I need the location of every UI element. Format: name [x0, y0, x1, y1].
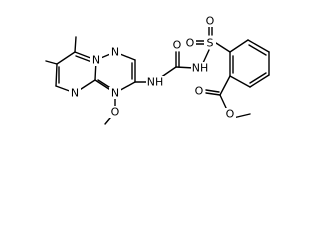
urea-bonds: [134, 51, 195, 83]
svg-text:O: O: [186, 37, 195, 50]
svg-text:N: N: [111, 87, 119, 100]
atom-o-ester-carbonyl: O: [193, 85, 205, 98]
atom-o-sulfonyl-top: O: [204, 15, 216, 28]
benzene-ring-bonds: [229, 39, 270, 88]
svg-text:NH: NH: [147, 76, 164, 89]
atom-o-ester: O: [224, 108, 236, 121]
svg-text:NH: NH: [192, 62, 209, 75]
atom-nh-sulfonyl: NH: [191, 62, 209, 75]
atom-nh-urea: NH: [146, 76, 164, 89]
svg-text:N: N: [71, 87, 79, 100]
svg-text:O: O: [195, 85, 204, 98]
svg-text:S: S: [207, 37, 214, 50]
structure-svg: N N N N NH O NH S O O O O: [45, 15, 270, 125]
svg-text:N: N: [111, 46, 119, 59]
atom-o-urea: O: [171, 39, 183, 52]
svg-text:O: O: [206, 15, 215, 28]
svg-text:O: O: [173, 39, 182, 52]
atom-s: S: [204, 37, 216, 50]
methyl-bonds: [45, 36, 77, 65]
atom-o-sulfonyl-left: O: [184, 37, 196, 50]
atom-n1: N: [90, 54, 102, 67]
svg-text:O: O: [226, 108, 235, 121]
atom-n4: N: [109, 87, 121, 100]
svg-text:N: N: [92, 54, 100, 67]
sulfonyl-bonds: [195, 25, 231, 64]
atom-n2: N: [109, 46, 121, 59]
atom-n3: N: [69, 87, 81, 100]
atom-o-methoxy: O: [109, 106, 121, 119]
molecule-diagram: N N N N NH O NH S O O O O: [45, 15, 270, 125]
svg-text:O: O: [111, 106, 120, 119]
